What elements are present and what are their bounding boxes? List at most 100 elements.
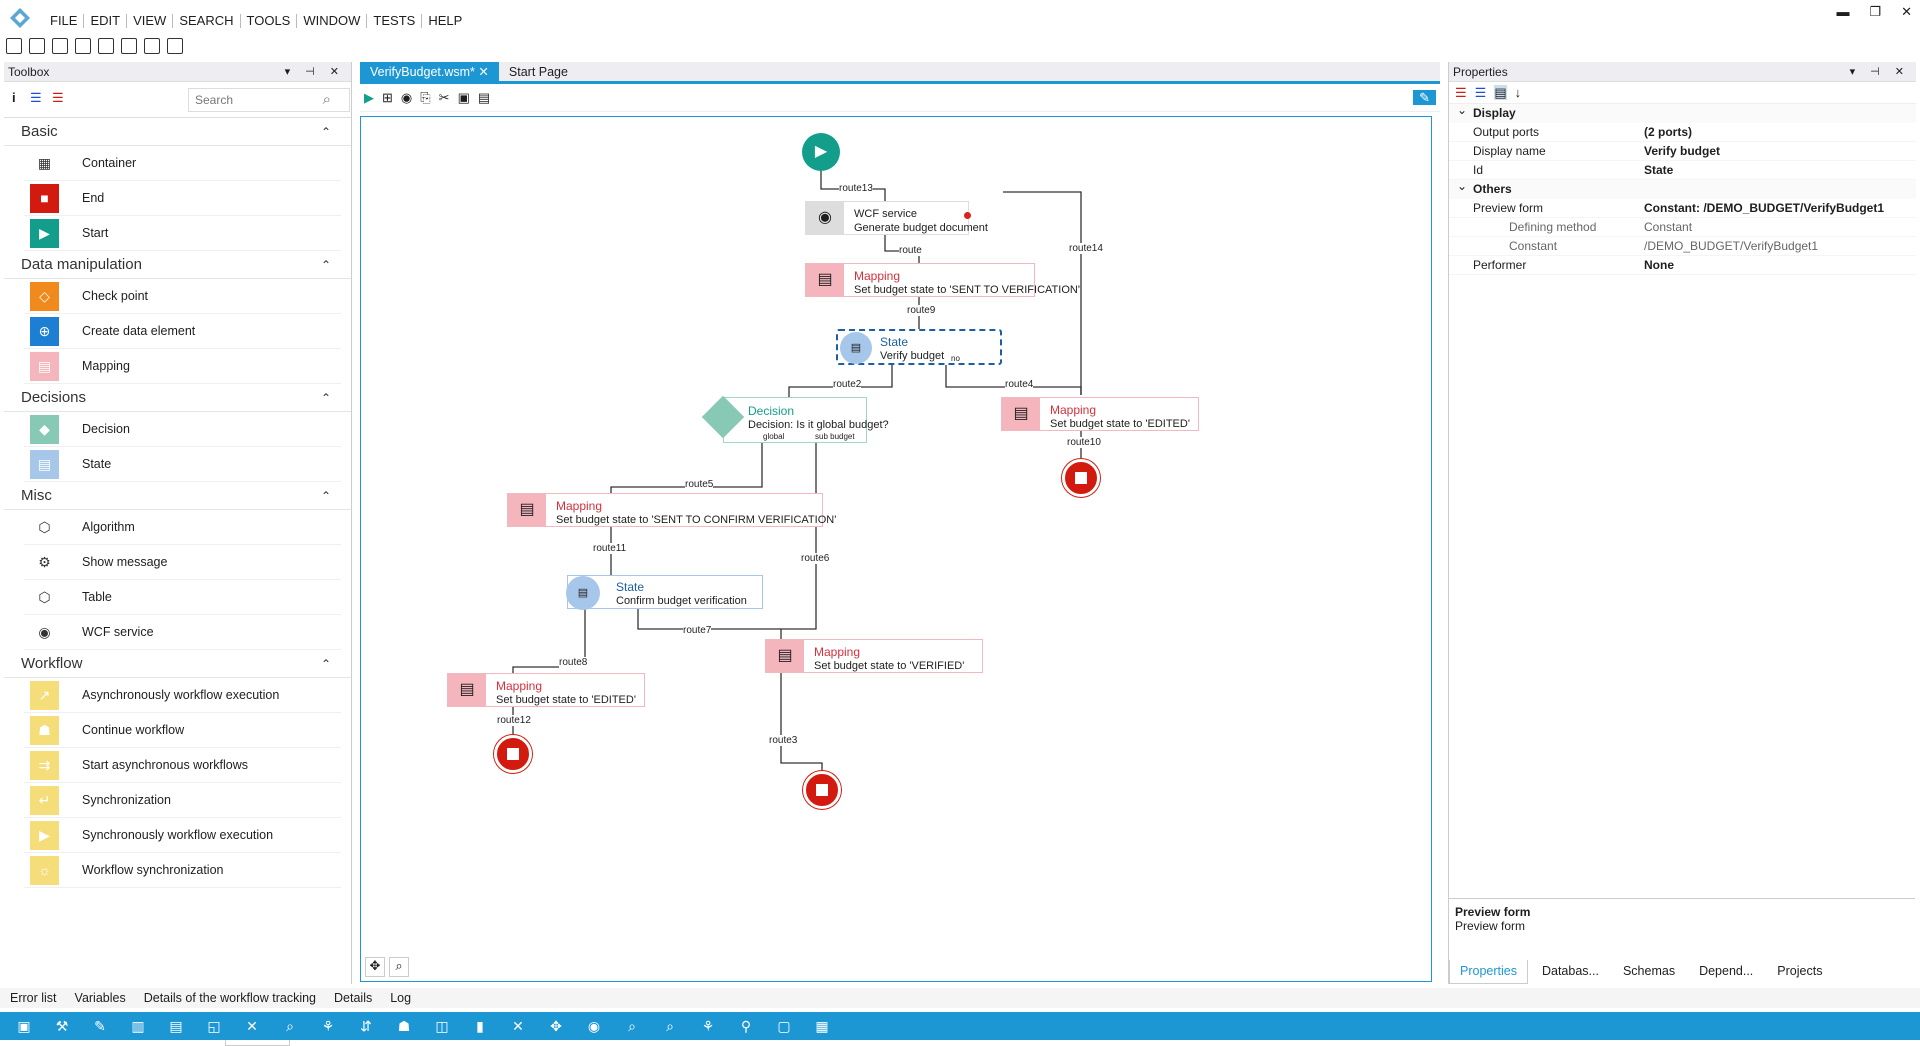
route-label[interactable]: route5 — [685, 479, 714, 490]
tool-icon[interactable]: ▢ — [777, 1018, 791, 1034]
toolbox-item[interactable]: ⬡Algorithm — [24, 510, 341, 545]
toolbox-item[interactable]: ↗Asynchronously workflow execution — [24, 678, 341, 713]
toolbox-item[interactable]: ⬡Table — [24, 580, 341, 615]
wcf-icon[interactable]: ◉ — [400, 90, 413, 105]
property-value[interactable]: (2 ports) — [1644, 125, 1692, 139]
menu-view[interactable]: VIEW — [127, 14, 174, 28]
clipboard-icon[interactable]: ▤ — [477, 90, 491, 105]
tool-icon[interactable]: ⌕ — [286, 1018, 294, 1034]
refresh-icon[interactable] — [144, 38, 160, 54]
pan-icon[interactable]: ✥ — [365, 957, 385, 977]
tool-icon[interactable]: ⚒ — [55, 1018, 69, 1034]
tab-schemas[interactable]: Schemas — [1622, 964, 1676, 978]
property-value[interactable]: State — [1644, 163, 1674, 177]
tool-icon[interactable]: ◫ — [435, 1018, 449, 1034]
toolbox-section-header[interactable]: Data manipulation⌃ — [4, 251, 351, 279]
menu-tests[interactable]: TESTS — [367, 14, 423, 28]
toolbox-section-header[interactable]: Misc⌃ — [4, 482, 351, 510]
toolbox-item[interactable]: ◆Decision — [24, 412, 341, 447]
route-label[interactable]: route — [899, 245, 922, 256]
toolbox-item[interactable]: ▤State — [24, 447, 341, 482]
edit-mode-icon[interactable]: ✎ — [1413, 90, 1436, 105]
tab-workflow-tracking[interactable]: Details of the workflow tracking — [143, 991, 317, 1005]
property-value[interactable]: None — [1644, 258, 1674, 272]
tool-icon[interactable]: ▥ — [131, 1018, 145, 1034]
menu-file[interactable]: FILE — [44, 14, 85, 28]
new-file-icon[interactable] — [6, 38, 22, 54]
undo-icon[interactable] — [98, 38, 114, 54]
menu-tools[interactable]: TOOLS — [241, 14, 298, 28]
route-label[interactable]: route4 — [1005, 379, 1034, 390]
tab-verifybudget[interactable]: VerifyBudget.wsm* ✕ — [360, 62, 499, 81]
save-all-icon[interactable] — [52, 38, 68, 54]
toolbox-section-header[interactable]: Decisions⌃ — [4, 384, 351, 412]
find-icon[interactable] — [167, 38, 183, 54]
alphabetical-icon[interactable]: ↓ — [1514, 85, 1522, 100]
tab-error-list[interactable]: Error list — [10, 991, 57, 1005]
toolbox-item[interactable]: ⇉Start asynchronous workflows — [24, 748, 341, 783]
run-icon[interactable]: ▶ — [364, 90, 374, 105]
route-label[interactable]: route7 — [683, 625, 712, 636]
end-node-2[interactable] — [494, 735, 532, 773]
toolbox-search-input[interactable]: Search⌕ — [188, 88, 350, 112]
route-label[interactable]: route8 — [559, 657, 588, 668]
tool-icon[interactable]: ⇵ — [360, 1018, 372, 1034]
tab-log[interactable]: Log — [390, 991, 412, 1005]
collapse-icon[interactable]: ⌃ — [320, 657, 331, 671]
tab-variables[interactable]: Variables — [74, 991, 126, 1005]
tab-projects[interactable]: Projects — [1777, 964, 1823, 978]
tool-icon[interactable]: ▤ — [169, 1018, 183, 1034]
cut-icon[interactable]: ✂ — [438, 90, 450, 105]
toolbox-item[interactable]: ■End — [24, 181, 341, 216]
end-node-3[interactable] — [803, 771, 841, 809]
sort-icon[interactable]: ☰ — [30, 90, 42, 105]
menu-window[interactable]: WINDOW — [297, 14, 368, 28]
sort-category-icon[interactable]: ☰ — [1455, 85, 1467, 100]
tool-icon[interactable]: ✎ — [94, 1018, 106, 1034]
toolbox-item[interactable]: ◇Check point — [24, 279, 341, 314]
toolbox-item[interactable]: ▦Container — [24, 146, 341, 181]
new-icon[interactable]: ⊞ — [382, 90, 393, 105]
toolbox-item[interactable]: ▶Synchronously workflow execution — [24, 818, 341, 853]
toolbox-item[interactable]: ▤Mapping — [24, 349, 341, 384]
panel-controls[interactable]: ▾ ⊣ ✕ — [284, 66, 345, 78]
category-display[interactable]: Display — [1449, 101, 1916, 123]
tab-dependencies[interactable]: Depend... — [1699, 964, 1754, 978]
sort-icon[interactable]: ☰ — [1474, 85, 1487, 100]
route-label[interactable]: route14 — [1069, 243, 1103, 254]
route-label[interactable]: route9 — [907, 305, 936, 316]
property-value[interactable]: Verify budget — [1644, 144, 1721, 158]
close-icon[interactable]: ✕ — [1901, 4, 1912, 19]
toolbox-item[interactable]: ◉WCF service — [24, 615, 341, 650]
tool-icon[interactable]: ▦ — [815, 1018, 829, 1034]
sort-reverse-icon[interactable]: ☰ — [52, 90, 64, 105]
tab-details[interactable]: Details — [334, 991, 373, 1005]
tool-icon[interactable]: ☗ — [397, 1018, 411, 1034]
route-label[interactable]: route12 — [497, 715, 531, 726]
property-value[interactable]: Constant: /DEMO_BUDGET/VerifyBudget1 — [1644, 201, 1885, 215]
tool-icon[interactable]: ⚲ — [740, 1018, 752, 1034]
restore-icon[interactable]: ❐ — [1869, 4, 1882, 19]
tool-icon[interactable]: ⌕ — [666, 1018, 674, 1034]
error-port[interactable] — [964, 212, 971, 219]
tab-start-page[interactable]: Start Page — [508, 65, 568, 79]
panel-controls[interactable]: ▾ ⊣ ✕ — [1849, 66, 1910, 78]
category-others[interactable]: Others — [1449, 177, 1916, 199]
tool-icon[interactable]: ⚘ — [321, 1018, 335, 1034]
tool-icon[interactable]: ◱ — [207, 1018, 221, 1034]
tool-icon[interactable]: ✕ — [512, 1018, 524, 1034]
lock-icon[interactable] — [75, 38, 91, 54]
route-label[interactable]: route6 — [801, 553, 830, 564]
